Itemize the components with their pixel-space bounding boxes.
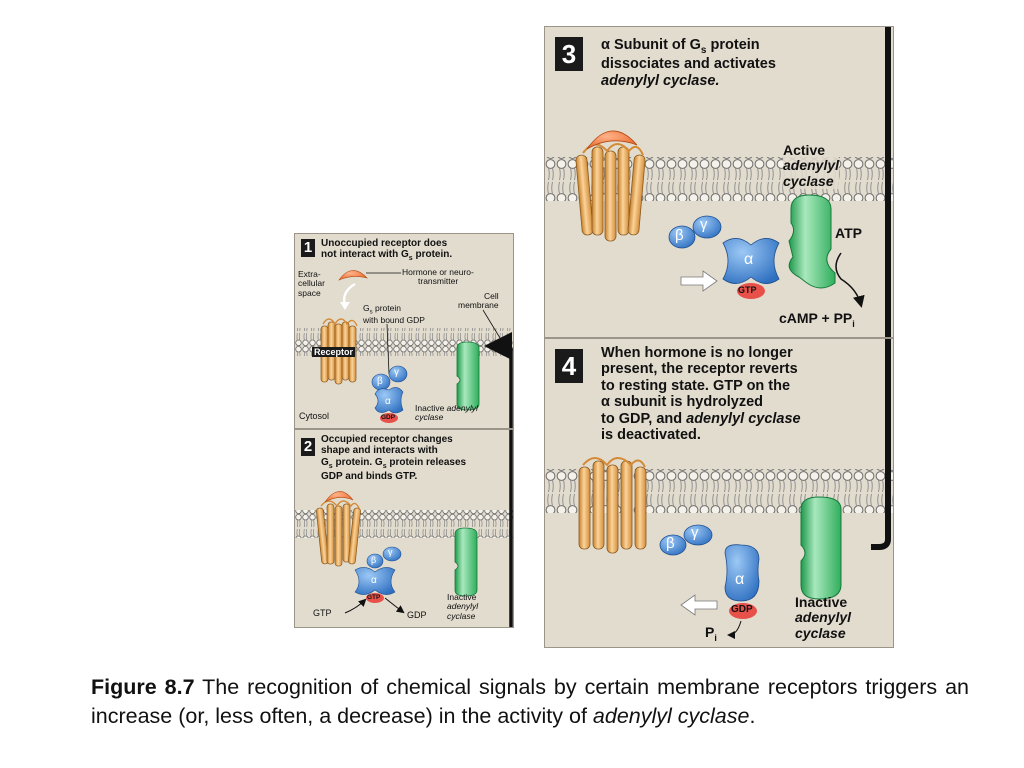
gtp-in-label: GTP xyxy=(313,608,332,618)
step-1-panel: 1 Unoccupied receptor does not interact … xyxy=(294,233,514,429)
step-1-number: 1 xyxy=(301,239,315,257)
g-protein-shape xyxy=(668,215,780,299)
gdp-label: GDP xyxy=(381,414,396,421)
step-3-number: 3 xyxy=(555,37,583,71)
step-1-line-2: not interact with Gs protein. xyxy=(321,249,453,263)
step-3-description: α Subunit of Gs protein dissociates and … xyxy=(601,37,776,89)
g-protein-shape xyxy=(354,546,402,603)
gtp-label: GTP xyxy=(738,285,757,295)
camp-label: cAMP + PPi xyxy=(779,310,855,329)
cyclase-shape xyxy=(800,496,842,600)
inactive-cyclase-label: Inactive adenylyl cyclase xyxy=(447,592,479,621)
cell-membrane-label: Cell membrane xyxy=(458,291,499,311)
cyclase-shape xyxy=(454,527,478,597)
step-4-graphic xyxy=(545,339,893,639)
hormone-shape xyxy=(586,130,638,150)
alpha-label: α xyxy=(371,575,377,586)
beta-label: β xyxy=(675,227,684,244)
step-4-number: 4 xyxy=(555,349,583,383)
caption-italic: adenylyl cyclase xyxy=(592,703,750,728)
alpha-label: α xyxy=(735,571,745,588)
pi-label: Pi xyxy=(705,624,717,643)
gamma-label: γ xyxy=(388,547,393,557)
beta-label: β xyxy=(377,376,383,387)
gamma-label: γ xyxy=(691,524,699,541)
beta-label: β xyxy=(666,535,675,552)
step-1-graphic xyxy=(295,270,513,428)
step-4-description: When hormone is no longer present, the r… xyxy=(601,345,801,443)
receptor-label: Receptor xyxy=(312,347,356,357)
extracellular-label: Extra- cellular space xyxy=(298,269,325,298)
receptor-shape xyxy=(575,143,646,242)
figure-number: Figure 8.7 xyxy=(91,675,195,699)
hormone-label: Hormone or neuro- transmitter xyxy=(402,267,474,287)
gamma-label: γ xyxy=(394,367,399,378)
gs-protein-label: Gs protein with bound GDP xyxy=(363,303,425,326)
receptor-shape xyxy=(578,457,647,554)
gamma-label: γ xyxy=(700,216,708,233)
step-2-description: Occupied receptor changes shape and inte… xyxy=(321,434,467,482)
cytosol-label: Cytosol xyxy=(299,411,330,421)
step-1-description: Unoccupied receptor does not interact wi… xyxy=(321,238,452,263)
active-cyclase-label: Active adenylyl cyclase xyxy=(783,142,840,190)
step-2-number: 2 xyxy=(301,438,315,456)
step-3-panel: 3 α Subunit of Gs protein dissociates an… xyxy=(544,26,894,338)
gdp-label: GDP xyxy=(731,604,753,615)
step-4-panel: 4 When hormone is no longer present, the… xyxy=(544,338,894,648)
receptor-shape xyxy=(316,500,361,567)
step-1-line-1: Unoccupied receptor does xyxy=(321,238,448,249)
figure-caption: Figure 8.7 The recognition of chemical s… xyxy=(91,673,969,730)
atp-label: ATP xyxy=(835,225,862,241)
cyclase-shape xyxy=(788,194,836,289)
hormone-shape xyxy=(324,491,354,503)
caption-text: The recognition of chemical signals by c… xyxy=(91,675,970,728)
gdp-out-label: GDP xyxy=(407,610,427,620)
step-2-graphic xyxy=(295,430,513,627)
g-protein-shape xyxy=(659,524,760,619)
beta-label: β xyxy=(371,555,377,565)
alpha-label: α xyxy=(744,251,754,268)
g-protein-shape xyxy=(371,365,408,423)
cyclase-shape xyxy=(456,341,480,411)
inactive-cyclase-label: Inactive adenylyl cyclase xyxy=(795,594,852,641)
inactive-cyclase-label: Inactive adenylyl cyclase xyxy=(415,403,478,423)
caption-end: . xyxy=(749,703,756,728)
alpha-label: α xyxy=(385,396,391,407)
hormone-shape xyxy=(338,270,368,281)
step-2-panel: 2 Occupied receptor changes shape and in… xyxy=(294,429,514,628)
gtp-label: GTP xyxy=(367,594,381,601)
